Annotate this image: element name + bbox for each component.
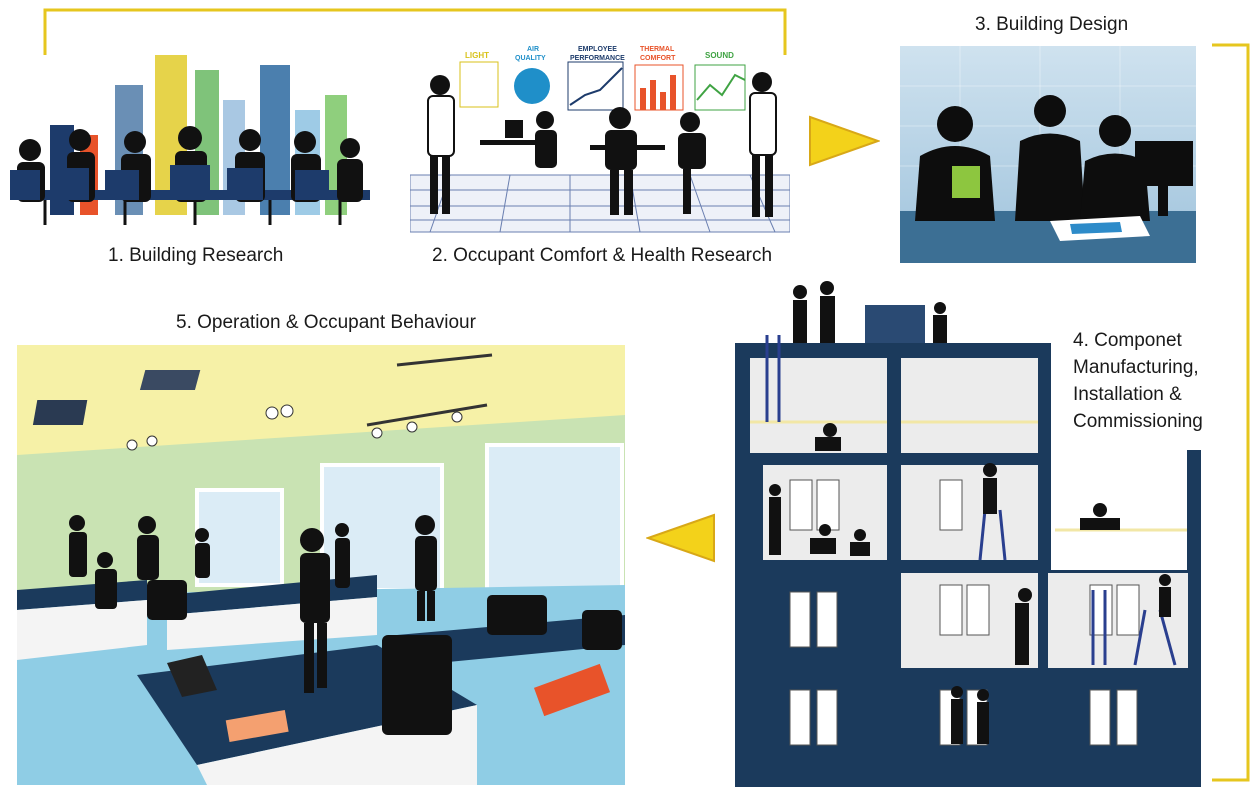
step-2-caption: 2. Occupant Comfort & Health Research — [432, 245, 773, 266]
building-research-illustration — [10, 55, 370, 225]
step-4-caption-line-3: Installation & — [1073, 384, 1182, 405]
chart-label-employee-1: EMPLOYEE — [578, 46, 617, 53]
arrow-left-icon — [646, 513, 715, 563]
step-4-caption: 4. Componet Manufacturing, Installation … — [1073, 327, 1203, 435]
panel-component-installation — [735, 280, 1215, 787]
occupant-research-illustration: LIGHT AIR QUALITY EMPLOYEE PERFORMANCE T… — [410, 46, 790, 233]
panel-building-research — [5, 40, 380, 230]
step-4-caption-line-2: Manufacturing, — [1073, 357, 1199, 378]
chart-label-thermal-2: COMFORT — [640, 55, 676, 62]
right-connector-line — [1212, 43, 1250, 782]
step-1-caption: 1. Building Research — [108, 245, 284, 266]
chart-label-air-quality-2: QUALITY — [515, 55, 546, 62]
panel-occupant-research: LIGHT AIR QUALITY EMPLOYEE PERFORMANCE T… — [410, 40, 790, 235]
chart-label-air-quality-1: AIR — [527, 46, 539, 53]
building-design-illustration — [900, 46, 1196, 263]
step-4-caption-line-4: Commissioning — [1073, 411, 1203, 432]
panel-operation-behaviour — [17, 345, 625, 785]
office-operation-illustration — [17, 353, 625, 785]
arrow-right-icon — [809, 115, 880, 167]
step-4-caption-line-1: 4. Componet — [1073, 330, 1182, 351]
construction-building-illustration — [735, 281, 1201, 787]
panel-building-design — [900, 46, 1196, 263]
chart-label-light: LIGHT — [465, 51, 489, 60]
chart-label-sound: SOUND — [705, 51, 734, 60]
chart-label-employee-2: PERFORMANCE — [570, 55, 625, 62]
chart-label-thermal-1: THERMAL — [640, 46, 675, 53]
step-5-caption: 5. Operation & Occupant Behaviour — [176, 312, 476, 333]
top-connector-line — [43, 8, 787, 55]
step-3-caption: 3. Building Design — [975, 14, 1129, 35]
